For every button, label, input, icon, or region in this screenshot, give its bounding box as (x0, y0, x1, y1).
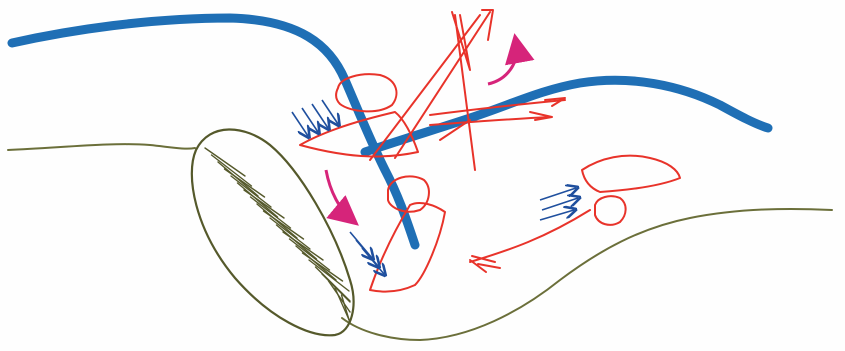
hatch-stroke (244, 190, 284, 218)
red-force-arrow (470, 210, 590, 272)
ground-outline-right (342, 209, 832, 340)
navy-arrow-cluster-right (540, 188, 578, 220)
hatch-stroke (212, 155, 252, 186)
hatch-stroke (303, 253, 343, 281)
blue-curve (12, 18, 768, 245)
hatch-stroke (231, 176, 271, 207)
navy-arrow-cluster-mid (350, 232, 384, 274)
hatch-stroke (270, 218, 310, 249)
hatched-oval (192, 129, 354, 335)
hatch-stroke (205, 148, 245, 176)
hatch-stroke (283, 232, 323, 260)
hatch-stroke (309, 260, 349, 291)
hatch-stroke (290, 239, 330, 270)
hatch-stroke (251, 197, 291, 228)
red-sketch (300, 10, 680, 292)
magenta-rotation-arrow-left (326, 170, 352, 220)
hatch-stroke (264, 211, 304, 239)
hatch-stroke (225, 169, 265, 197)
ground-outline-left (8, 144, 195, 150)
magenta-rotation-arrow-top (488, 42, 517, 84)
